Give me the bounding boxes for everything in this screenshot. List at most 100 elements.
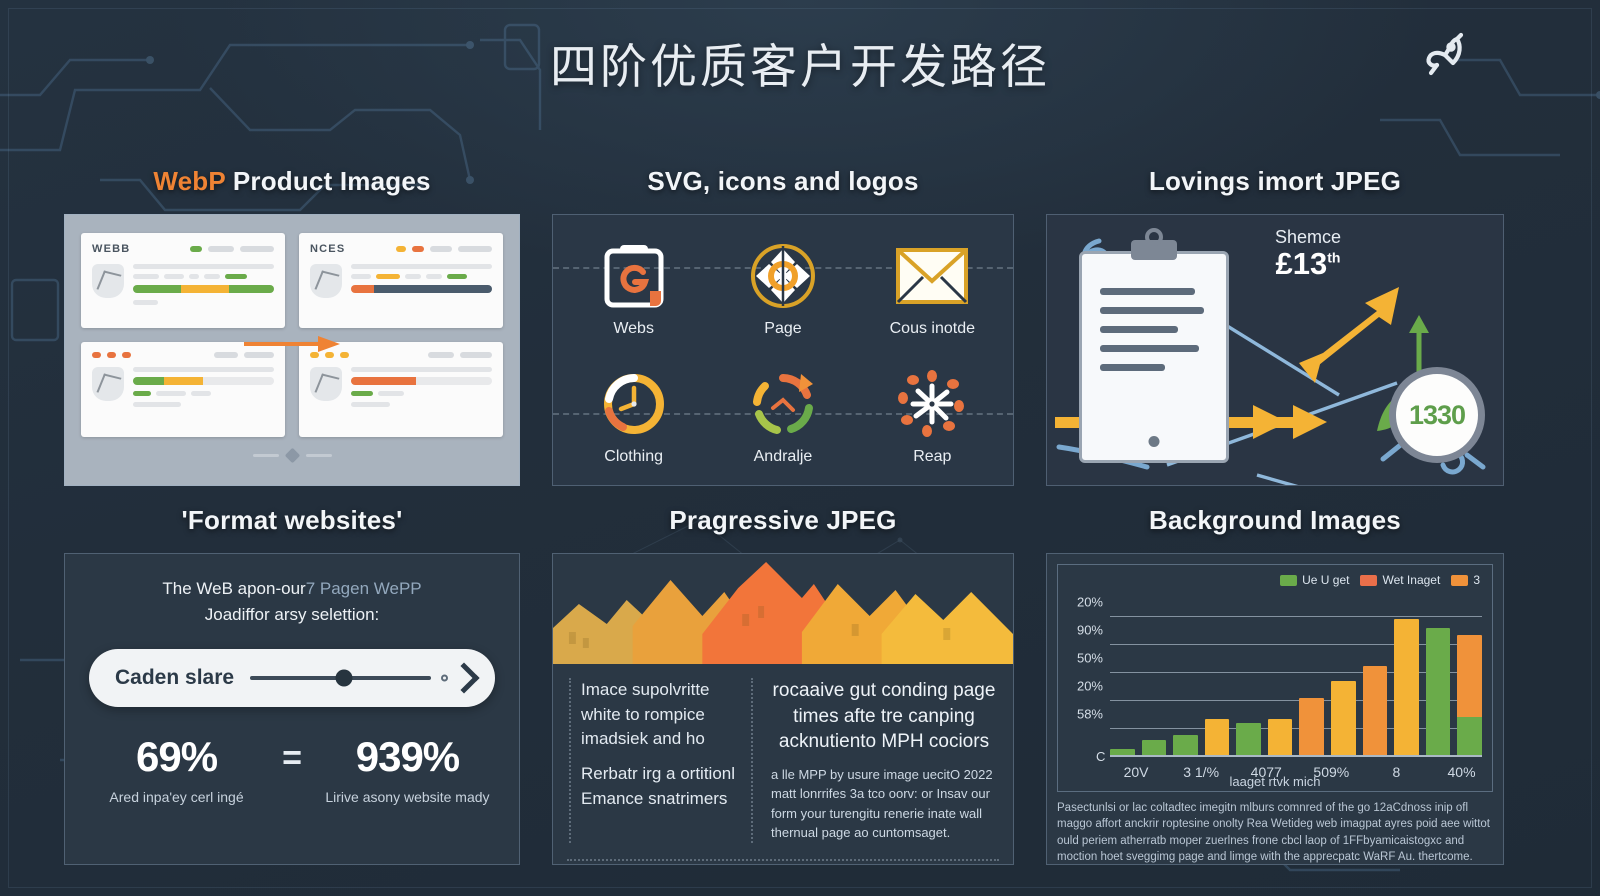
x-axis xyxy=(1110,755,1482,757)
panel-jpeg-title: Lovings imort JPEG xyxy=(1148,166,1402,196)
chart-footnote: Pasectunlsi or lac coltadtec imegitn mlb… xyxy=(1057,802,1490,863)
page-title: 四阶优质客户开发路径 xyxy=(550,40,1050,93)
progressive-left-column: Imace supolvritte white to rompice imads… xyxy=(569,678,753,843)
x-axis-tick-label: 3 1/% xyxy=(1183,764,1220,780)
mockup-card-grid: WEBB xyxy=(81,233,503,437)
clipboard-clip xyxy=(1131,240,1177,260)
card-content-row xyxy=(310,367,492,412)
chart-legend-item[interactable]: Ue U get xyxy=(1280,573,1349,587)
card-status-pills xyxy=(428,352,492,358)
card-lines xyxy=(133,367,274,412)
browser-mockup-area: WEBB xyxy=(64,214,520,486)
card-lines xyxy=(351,264,492,298)
stat-item: 939% Lirive asony website mady xyxy=(320,733,495,805)
chart-legend: Ue U get Wet Inaget 3 xyxy=(1280,573,1480,587)
icon-label: Andralje xyxy=(753,447,813,465)
chart-bar[interactable] xyxy=(1457,635,1482,755)
icon-cell-reap[interactable]: Reap xyxy=(897,369,967,466)
chart-gridline xyxy=(1110,727,1482,729)
icon-grid: Webs xyxy=(553,215,1013,485)
jpeg-value-bubble: 1330 xyxy=(1389,367,1485,463)
target-compass-icon xyxy=(749,241,817,311)
stat-caption: Ared inpa'ey cerl ingé xyxy=(109,789,244,805)
rocket-icon xyxy=(1426,32,1464,76)
card-top-row xyxy=(92,352,274,358)
card-progress-bar xyxy=(133,285,274,293)
chart-bar[interactable] xyxy=(1362,665,1388,755)
chart-gridline xyxy=(1110,699,1482,701)
slider-knob[interactable] xyxy=(335,669,353,687)
avatar xyxy=(310,264,342,298)
slider-label: Caden slare xyxy=(115,666,235,689)
card-content-row xyxy=(310,264,492,298)
x-axis-tick-label: 8 xyxy=(1392,764,1401,780)
chart-bar[interactable] xyxy=(1110,749,1135,755)
chart-bar[interactable] xyxy=(1267,718,1293,755)
chart-legend-item[interactable]: 3 xyxy=(1451,573,1480,587)
clipboard-clip-ring xyxy=(1145,228,1163,246)
x-axis-tick-label: 509% xyxy=(1313,764,1350,780)
chart-bar[interactable] xyxy=(1141,740,1167,755)
card-label: NCES xyxy=(310,243,346,255)
chart-bar[interactable] xyxy=(1299,698,1325,755)
mockup-card[interactable]: NCES xyxy=(299,233,503,328)
clipboard-g-icon xyxy=(602,241,666,311)
equals-sign: = xyxy=(282,739,302,777)
icon-cell-clothing[interactable]: Clothing xyxy=(601,369,667,466)
chart-legend-item[interactable]: Wet Inaget xyxy=(1360,573,1440,587)
chart-gridline xyxy=(1110,643,1482,645)
slider-track[interactable] xyxy=(250,669,448,687)
card-top-row: NCES xyxy=(310,243,492,255)
chevron-right-icon[interactable] xyxy=(448,662,480,694)
icon-cell-andralje[interactable]: Andralje xyxy=(749,369,817,466)
chart-bar-stack-segment xyxy=(1457,717,1482,755)
jpeg-callout-value: £13th xyxy=(1275,246,1341,281)
progressive-left-text-1: Imace supolvritte white to rompice imads… xyxy=(581,680,710,749)
card-status-pills xyxy=(396,246,492,252)
quality-slider-control[interactable]: Caden slare xyxy=(89,649,495,707)
mockup-card[interactable] xyxy=(299,342,503,437)
icon-label: Page xyxy=(764,319,802,337)
chart-bar[interactable] xyxy=(1425,627,1451,755)
panel-webp-title: WebP Product Images xyxy=(64,166,520,197)
chart-bars xyxy=(1110,609,1482,755)
chart-bar[interactable] xyxy=(1394,619,1419,755)
card-status-pills xyxy=(92,352,131,358)
chart-legend-label: 3 xyxy=(1473,573,1480,587)
panel-webp-product-images: WebP Product Images WEBB xyxy=(64,166,520,486)
icon-cell-webs[interactable]: Webs xyxy=(602,241,666,338)
card-lines xyxy=(351,367,492,412)
carousel-indicator[interactable] xyxy=(81,447,503,464)
y-axis-tick-label: 90% xyxy=(1076,622,1103,638)
mountain-graphic xyxy=(553,562,1013,664)
card-label: WEBB xyxy=(92,243,131,255)
chart-bar[interactable] xyxy=(1173,734,1198,755)
jpeg-callout: Shemce £13th xyxy=(1243,227,1373,281)
y-axis-tick-label: 58% xyxy=(1076,706,1103,722)
progressive-right-body: a lle MPP by usure image uecitO 2022 mat… xyxy=(771,766,993,841)
mockup-card[interactable]: WEBB xyxy=(81,233,285,328)
chart-legend-swatch xyxy=(1280,574,1298,586)
chart-bar[interactable] xyxy=(1204,718,1230,755)
card-content-row xyxy=(92,264,274,310)
card-top-row xyxy=(310,352,492,358)
y-axis-zero-label: C xyxy=(1096,749,1106,764)
format-websites-area: The WeB apon-our7 Pagen WePP Joadiffor a… xyxy=(64,553,520,865)
avatar xyxy=(92,264,124,298)
orange-arrow-icon xyxy=(244,336,340,352)
card-progress-bar xyxy=(351,285,492,293)
icon-cell-cous-inotde[interactable]: Cous inotde xyxy=(890,241,975,338)
jpeg-diagram-area: Shemce £13th 1330 xyxy=(1046,214,1504,486)
mockup-card[interactable] xyxy=(81,342,285,437)
chart-bar[interactable] xyxy=(1331,680,1356,755)
y-axis-tick-label: 20% xyxy=(1076,678,1103,694)
chart-bar[interactable] xyxy=(1236,722,1261,755)
card-lines xyxy=(133,264,274,310)
icon-cell-page[interactable]: Page xyxy=(749,241,817,338)
x-axis-tick-label: 40% xyxy=(1447,764,1476,780)
avatar xyxy=(92,367,124,401)
format-stats: 69% Ared inpa'ey cerl ingé = 939% Lirive… xyxy=(89,733,495,805)
